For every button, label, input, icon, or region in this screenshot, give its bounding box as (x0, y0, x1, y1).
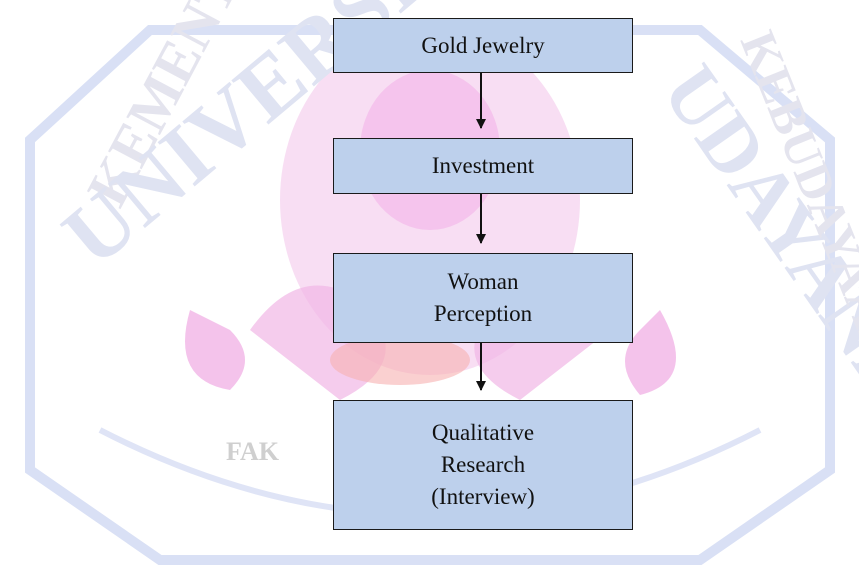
seal-shield-outline (25, 25, 835, 565)
seal-emblem-lotus (330, 335, 470, 385)
node-qualitative-research: Qualitative Research (Interview) (333, 400, 633, 530)
seal-emblem-tail-right (625, 310, 676, 395)
node-gold-jewelry: Gold Jewelry (333, 18, 633, 73)
node-investment: Investment (333, 138, 633, 194)
node-woman-perception: Woman Perception (333, 253, 633, 343)
seal-emblem-tail-left (185, 310, 245, 390)
seal-text-faculty: FAK (226, 437, 280, 466)
